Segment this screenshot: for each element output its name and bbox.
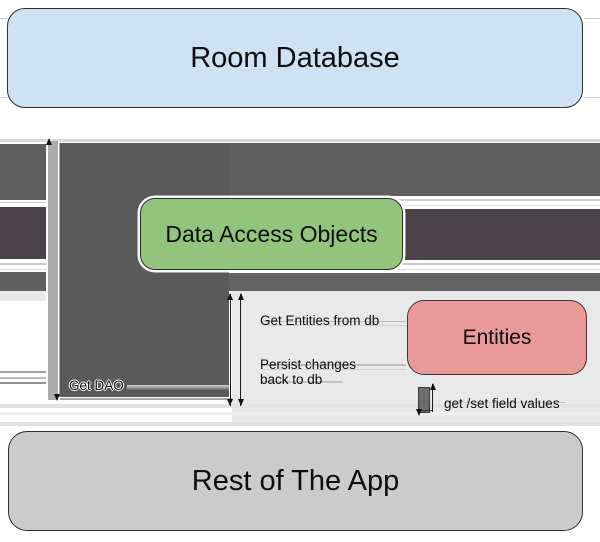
node-data-access-objects: Data Access Objects <box>140 198 403 270</box>
artifact-line <box>584 96 600 98</box>
connector-band-left-lower <box>0 272 46 291</box>
artifact-line <box>445 401 566 404</box>
band-gap-line <box>0 201 46 203</box>
node-rest-of-app-label: Rest of The App <box>191 464 400 497</box>
dao-entities-arrow-line <box>240 294 242 406</box>
arrowhead-up-icon <box>45 138 52 145</box>
get-dao-underline <box>126 384 229 392</box>
arrowhead-up-icon <box>237 292 244 300</box>
connector-band-left-upper <box>0 144 46 200</box>
arrowhead-down-icon <box>53 393 60 401</box>
arrowhead-down-icon <box>227 398 234 406</box>
block-bottom-edge-line <box>57 398 232 400</box>
artifact-line <box>584 18 600 20</box>
horizontal-strip <box>0 403 600 408</box>
artifact-line <box>262 364 406 366</box>
artifact-line <box>262 381 342 383</box>
node-room-database-label: Room Database <box>190 41 400 74</box>
get-dao-arrow-bar <box>47 141 58 400</box>
node-room-database: Room Database <box>7 8 583 108</box>
node-rest-of-the-app: Rest of The App <box>8 431 583 531</box>
get-dao-line-left <box>0 376 46 379</box>
artifact-line <box>262 320 406 323</box>
horizontal-strip <box>0 421 600 426</box>
get-dao-line-left <box>0 381 46 384</box>
artifact-line <box>262 324 406 326</box>
get-dao-line-left <box>0 371 46 373</box>
arrowhead-down-icon <box>237 398 244 406</box>
panel-strip-left <box>0 291 46 301</box>
entities-app-arrow-bar <box>418 386 430 413</box>
connector-band-left-middle <box>0 207 46 259</box>
entities-app-arrow-line <box>432 384 434 412</box>
arrowhead-up-icon <box>227 292 234 300</box>
artifact-line <box>0 18 7 20</box>
artifact-line <box>262 368 406 370</box>
node-dao-label: Data Access Objects <box>165 220 378 247</box>
node-entities: Entities <box>407 300 587 375</box>
edge-label-get-dao: Get DAO <box>69 377 124 393</box>
connector-band-top-strip <box>0 138 600 142</box>
node-entities-label: Entities <box>462 325 532 349</box>
edge-label-get-entities-from-db: Get Entities from db <box>260 313 380 328</box>
edge-label-get-set-field-values: get /set field values <box>444 395 560 411</box>
dao-entities-arrow-line <box>229 294 231 406</box>
entities-app-arrow-foot <box>418 410 433 412</box>
horizontal-strip <box>0 411 600 415</box>
arrowhead-down-icon <box>415 408 422 416</box>
artifact-line <box>0 96 7 98</box>
arrowhead-up-icon <box>429 382 436 390</box>
edge-label-persist-changes: Persist changes back to db <box>260 356 357 388</box>
